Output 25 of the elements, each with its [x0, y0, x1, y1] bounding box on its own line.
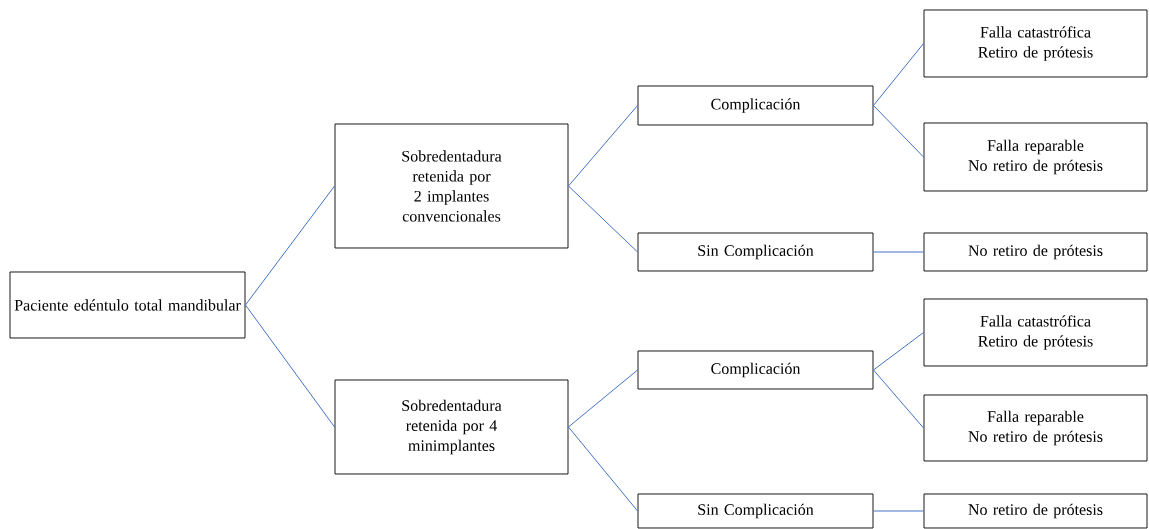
- connector-line: [872, 251, 925, 253]
- process-box: Sobredentadura retenida por 4 minimplantes: [334, 379, 569, 475]
- connector-line: [872, 369, 925, 429]
- connector-line: [244, 185, 336, 306]
- connector-line: [567, 426, 639, 512]
- process-box: Falla reparable No retiro de prótesis: [923, 394, 1148, 462]
- connector-line: [567, 105, 639, 187]
- connector-line: [872, 43, 925, 106]
- process-box: Sin Complicación: [637, 493, 874, 529]
- connector-line: [567, 369, 639, 428]
- process-box: Sin Complicación: [637, 232, 874, 272]
- connector-line: [872, 332, 925, 371]
- connector-line: [872, 510, 925, 512]
- process-box: Sobredentadura retenida por 2 implantes convencionales: [334, 123, 569, 249]
- process-box: Falla catastrófica Retiro de prótesis: [923, 9, 1148, 78]
- process-box: Complicación: [637, 350, 874, 390]
- process-box: Complicación: [637, 85, 874, 126]
- process-box: Falla catastrófica Retiro de prótesis: [923, 298, 1148, 367]
- process-box: No retiro de prótesis: [923, 232, 1148, 272]
- connector-line: [567, 185, 639, 253]
- process-box: No retiro de prótesis: [923, 493, 1148, 529]
- connector-line: [872, 105, 925, 158]
- connector-line: [244, 304, 336, 428]
- process-box: Falla reparable No retiro de prótesis: [923, 122, 1148, 192]
- process-box: Paciente edéntulo total mandibular: [9, 271, 246, 339]
